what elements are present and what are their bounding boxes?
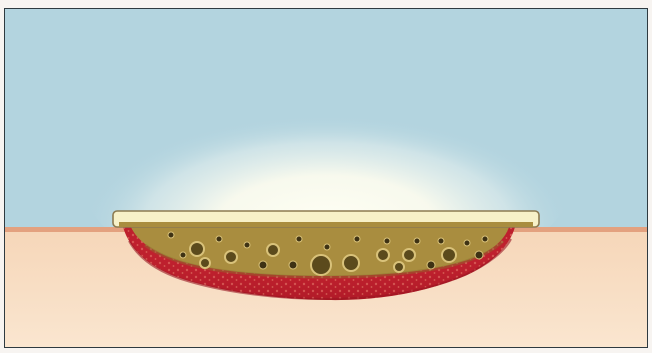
absorption-particle <box>442 248 456 262</box>
absorption-particle <box>343 255 359 271</box>
absorption-particle <box>259 261 267 269</box>
absorption-particle <box>216 236 222 242</box>
dressing-inner-film <box>119 222 533 227</box>
absorption-particle <box>475 251 483 259</box>
absorption-particle <box>180 252 186 258</box>
diagram-frame <box>4 8 648 348</box>
absorption-particle <box>354 236 360 242</box>
absorption-particle <box>244 242 250 248</box>
absorption-particle <box>403 249 415 261</box>
absorption-particle <box>324 244 330 250</box>
absorption-particle <box>200 258 210 268</box>
absorption-particle <box>482 236 488 242</box>
absorption-particle <box>377 249 389 261</box>
dressing-diagram-svg <box>5 9 648 348</box>
absorption-particle <box>168 232 174 238</box>
absorption-particle <box>394 262 404 272</box>
absorption-particle <box>438 238 444 244</box>
absorption-particle <box>289 261 297 269</box>
absorption-particle <box>190 242 204 256</box>
absorption-particle <box>267 244 279 256</box>
absorption-particle <box>225 251 237 263</box>
absorption-particle <box>296 236 302 242</box>
absorption-particle <box>311 255 331 275</box>
absorption-particle <box>427 261 435 269</box>
absorption-particle <box>414 238 420 244</box>
absorption-particle <box>384 238 390 244</box>
absorption-particle <box>464 240 470 246</box>
